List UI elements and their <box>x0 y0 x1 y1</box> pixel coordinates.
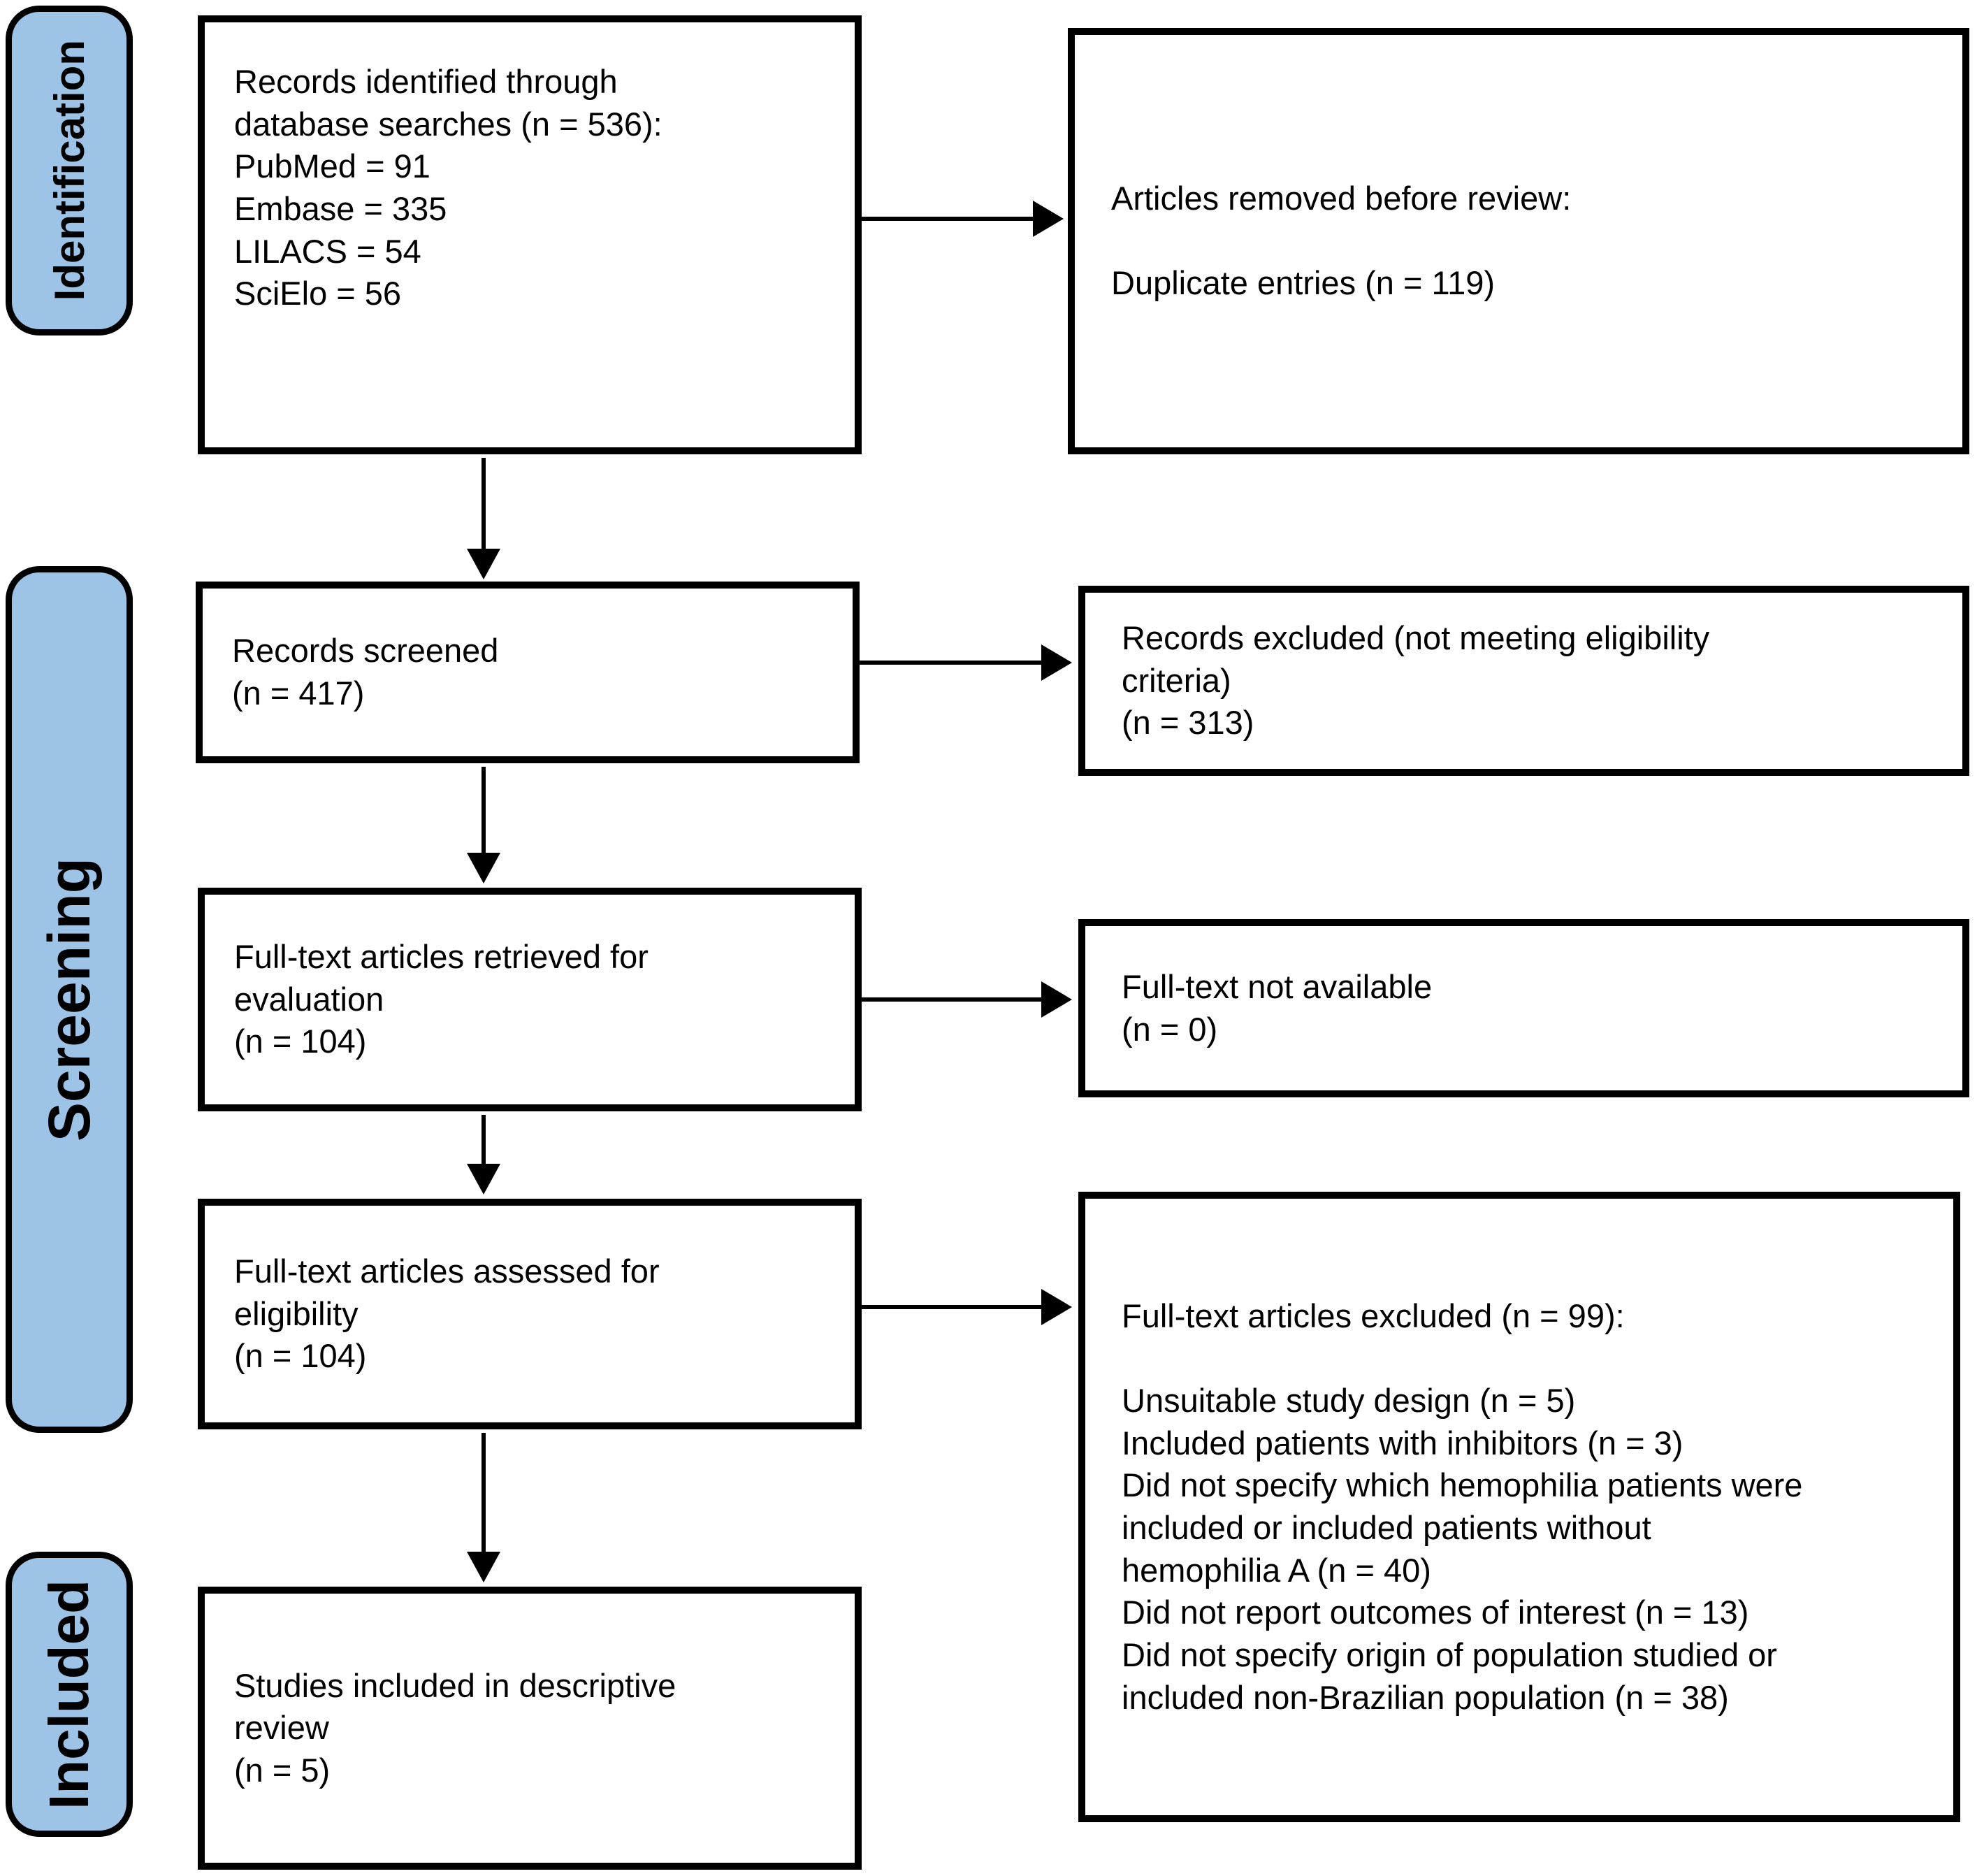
arrow-shaft <box>860 661 1041 665</box>
flow-box-studies-included: Studies included in descriptive review (… <box>198 1587 862 1870</box>
arrow-shaft <box>862 217 1033 221</box>
arrow-shaft <box>481 458 486 549</box>
flow-box-records-screened: Records screened (n = 417) <box>196 582 860 763</box>
flow-box-records-identified: Records identified through database sear… <box>198 15 862 454</box>
side-box-records-excluded: Records excluded (not meeting eligibilit… <box>1078 586 1969 776</box>
stage-identification: Identification <box>6 6 133 335</box>
side-box-fulltext-not-available: Full-text not available (n = 0) <box>1078 919 1969 1097</box>
stage-included: Included <box>6 1552 133 1837</box>
flow-box-fulltext-assessed: Full-text articles assessed for eligibil… <box>198 1199 862 1429</box>
arrow-shaft <box>481 767 486 853</box>
arrowhead-right-icon <box>1041 644 1072 681</box>
stage-identification-label: Identification <box>45 40 93 301</box>
arrow-shaft <box>862 997 1041 1002</box>
arrow-shaft <box>481 1433 486 1552</box>
arrow-shaft <box>862 1305 1041 1309</box>
side-box-fulltext-excluded: Full-text articles excluded (n = 99): Un… <box>1078 1192 1960 1822</box>
stage-screening-label: Screening <box>36 857 102 1142</box>
side-box-articles-removed: Articles removed before review: Duplicat… <box>1068 28 1969 454</box>
stage-included-label: Included <box>38 1579 100 1810</box>
flow-box-fulltext-retrieved: Full-text articles retrieved for evaluat… <box>198 888 862 1111</box>
arrowhead-right-icon <box>1033 201 1064 237</box>
arrow-shaft <box>481 1115 486 1164</box>
arrowhead-right-icon <box>1041 1289 1072 1325</box>
arrowhead-down-icon <box>467 1164 500 1195</box>
arrowhead-down-icon <box>467 549 500 579</box>
arrowhead-down-icon <box>467 853 500 883</box>
stage-screening: Screening <box>6 566 133 1433</box>
arrowhead-down-icon <box>467 1552 500 1582</box>
arrowhead-right-icon <box>1041 981 1072 1018</box>
